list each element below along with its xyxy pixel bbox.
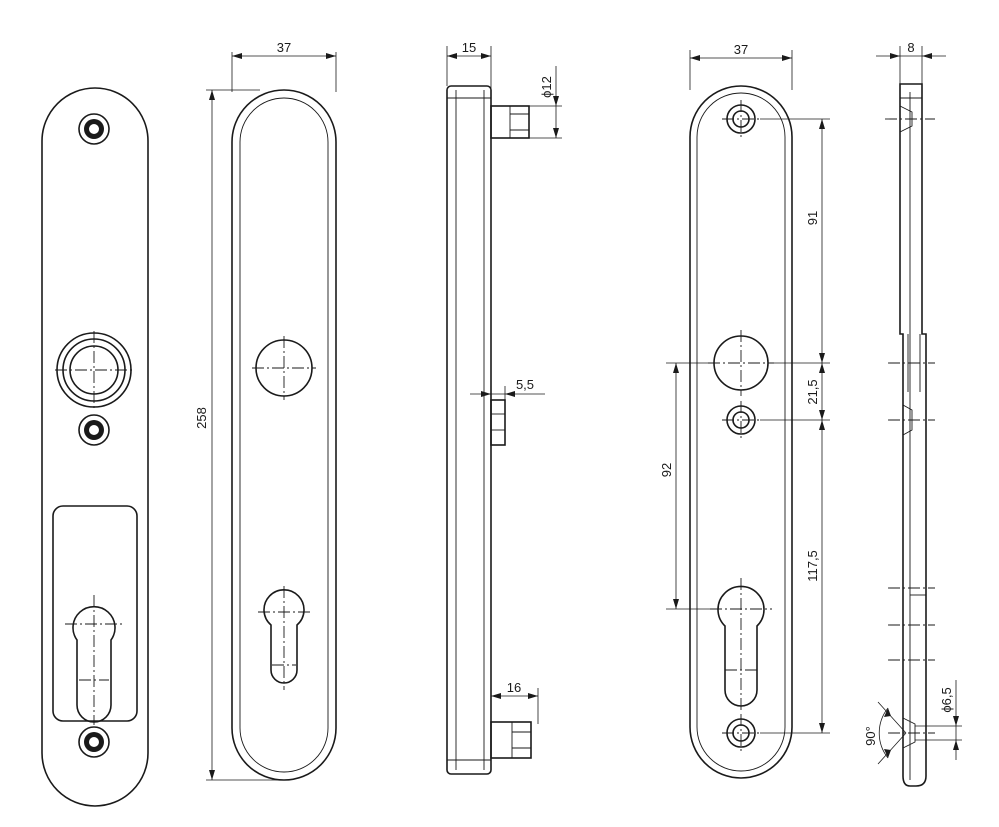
back-plate-outer (689, 85, 793, 779)
dim-back-width-label: 37 (734, 42, 748, 57)
outline-plate-inner (239, 97, 329, 773)
edge-bottom-countersink (888, 717, 935, 749)
front-view (41, 87, 149, 807)
edge-middle-holes (888, 334, 935, 436)
back-middle-hole (722, 401, 760, 439)
bottom-stud (490, 721, 532, 759)
dim-edge-thickness-label: 8 (907, 40, 914, 55)
dim-chain-right: 91 21,5 117,5 (760, 118, 830, 734)
dim-total-height: 258 (194, 89, 280, 781)
back-spindle-hole (708, 330, 774, 396)
dim-bore-diameter-label: ϕ6,5 (939, 687, 954, 712)
outline-keyhole (258, 586, 310, 690)
dim-bottom-stud-label: 16 (507, 680, 521, 695)
spindle-hole (55, 331, 133, 409)
dim-hole-spacing-bottom-label: 117,5 (805, 550, 820, 582)
side-view: 15 ϕ12 5,5 16 (446, 40, 562, 775)
cylinder-keyhole (65, 595, 123, 725)
back-view: 37 91 21,5 117,5 92 (659, 42, 830, 779)
edge-body (899, 83, 927, 787)
dim-hole-spacing-mid-label: 21,5 (805, 379, 820, 404)
dim-bottom-stud: 16 (490, 680, 539, 724)
dim-spindle-to-cylinder-label: 92 (659, 463, 674, 477)
outline-plate-outer (231, 89, 337, 781)
cylinder-cover (52, 505, 138, 722)
middle-screw-icon (78, 414, 110, 446)
bottom-screw-icon (78, 726, 110, 758)
back-plate-inner (696, 92, 786, 772)
edge-top-countersink (885, 105, 935, 133)
outline-spindle-hole (252, 336, 316, 400)
dim-boss-height: 5,5 (470, 377, 545, 402)
outline-view: 37 258 (194, 40, 337, 781)
dim-stud-diameter: ϕ12 (520, 66, 562, 139)
edge-cylinder-lines (888, 587, 935, 661)
back-top-hole (722, 100, 760, 138)
dim-bore-diameter: ϕ6,5 (915, 680, 962, 760)
middle-boss (490, 399, 506, 446)
dim-side-depth: 15 (446, 40, 492, 106)
back-bottom-hole (722, 714, 760, 752)
dim-boss-height-label: 5,5 (516, 377, 534, 392)
dim-back-width: 37 (689, 42, 793, 90)
dim-countersink-angle-label: 90° (863, 726, 878, 746)
edge-view: 8 ϕ6,5 90° (863, 40, 962, 787)
dim-spindle-to-cylinder: 92 (659, 362, 722, 610)
dim-front-width: 37 (231, 40, 337, 92)
back-keyhole (710, 578, 772, 712)
front-plate-outline (41, 87, 149, 807)
dim-total-height-label: 258 (194, 407, 209, 429)
top-stud (490, 105, 530, 139)
dim-edge-thickness: 8 (876, 40, 946, 84)
dim-stud-diameter-label: ϕ12 (539, 76, 554, 98)
dim-hole-spacing-top-label: 91 (805, 211, 820, 225)
dim-side-depth-label: 15 (462, 40, 476, 55)
dim-front-width-label: 37 (277, 40, 291, 55)
top-screw-icon (78, 113, 110, 145)
dim-countersink-angle: 90° (863, 701, 907, 765)
